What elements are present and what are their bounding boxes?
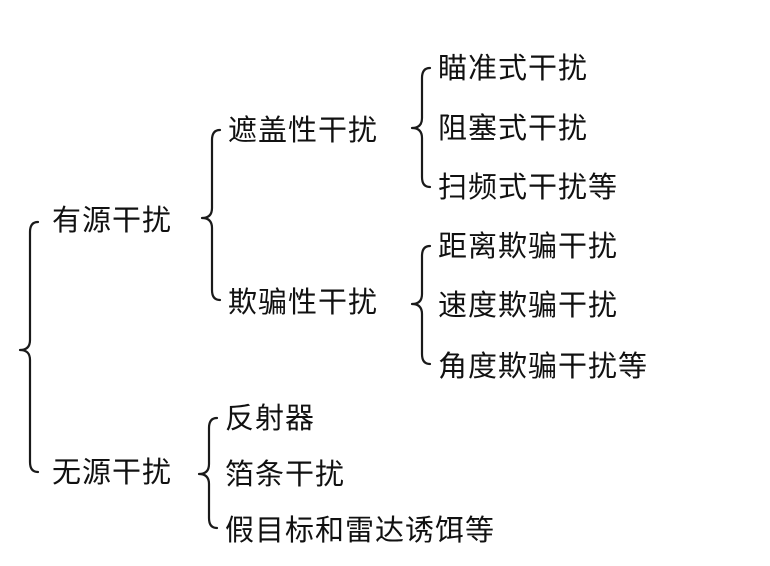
node-masking: 遮盖性干扰 (228, 113, 379, 147)
node-passive: 无源干扰 (52, 455, 173, 489)
root-brace (18, 220, 40, 474)
passive-brace (197, 416, 219, 530)
node-passive-item: 假目标和雷达诱饵等 (225, 513, 496, 547)
node-deceptive-item: 距离欺骗干扰 (438, 229, 619, 263)
active-brace (200, 128, 222, 302)
node-deceptive-item: 角度欺骗干扰等 (438, 349, 649, 383)
node-masking-item: 阻塞式干扰 (438, 111, 589, 145)
node-deceptive: 欺骗性干扰 (228, 285, 379, 319)
node-passive-item: 反射器 (225, 401, 316, 435)
masking-brace (410, 66, 432, 189)
deceptive-brace (410, 244, 432, 366)
node-passive-item: 箔条干扰 (225, 457, 346, 491)
node-active: 有源干扰 (52, 203, 173, 237)
node-masking-item: 瞄准式干扰 (438, 51, 589, 85)
node-masking-item: 扫频式干扰等 (438, 170, 619, 204)
node-deceptive-item: 速度欺骗干扰 (438, 288, 619, 322)
